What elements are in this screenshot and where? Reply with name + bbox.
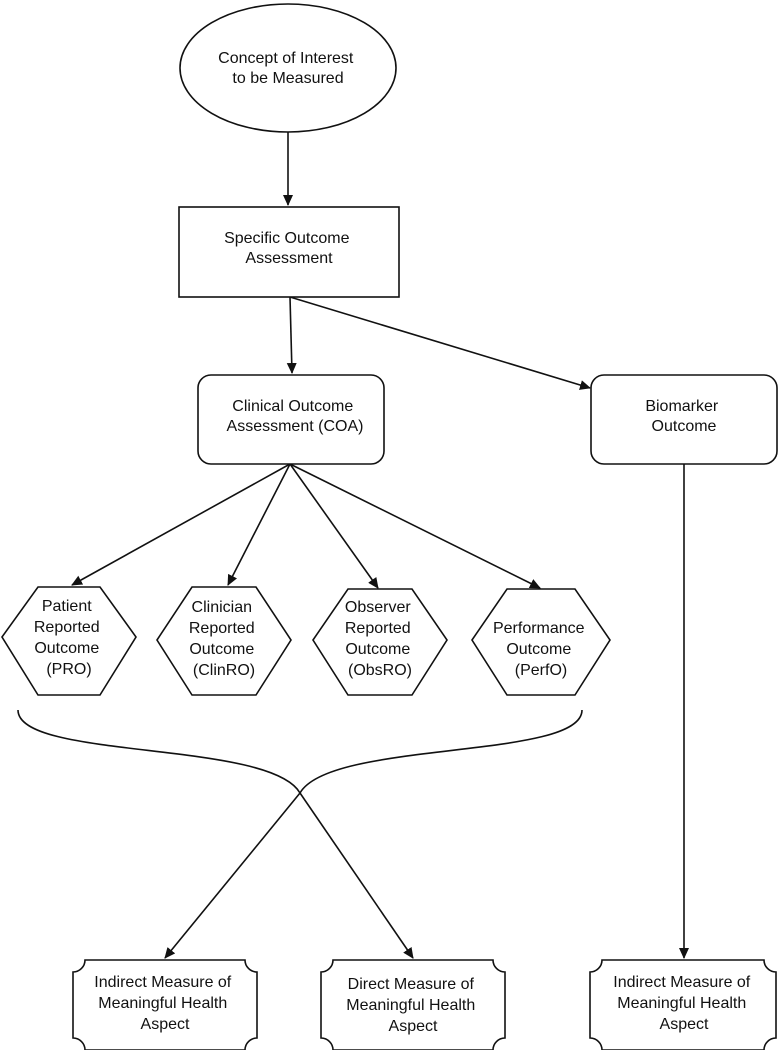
perfo-label: Performance Outcome (PerfO) xyxy=(493,620,589,679)
coa-label-line-2: Assessment (COA) xyxy=(227,418,364,435)
specific-label: Specific Outcome Assessment xyxy=(224,230,354,267)
pro-label-line-3: Outcome xyxy=(34,640,99,657)
specific-label-line-2: Assessment xyxy=(245,250,333,267)
node-perfo: Performance Outcome (PerfO) xyxy=(471,588,611,696)
indirect-right-label-line-3: Aspect xyxy=(660,1016,709,1033)
node-pro: Patient Reported Outcome (PRO) xyxy=(1,586,137,696)
edge-coa-to-pro xyxy=(71,463,291,586)
coa-box xyxy=(197,374,385,465)
edge-specific-to-biomarker xyxy=(289,296,591,390)
obsro-label-line-2: Reported xyxy=(345,620,411,637)
concept-label: Concept of Interest to be Measured xyxy=(218,50,358,87)
obsro-label-line-4: (ObsRO) xyxy=(348,662,412,679)
perfo-label-line-1: Performance xyxy=(493,620,585,637)
direct-label: Direct Measure of Meaningful Health Aspe… xyxy=(346,976,479,1035)
clinro-label-line-3: Outcome xyxy=(189,641,254,658)
coa-label-line-1: Clinical Outcome xyxy=(232,398,353,415)
node-concept: Concept of Interest to be Measured xyxy=(179,3,397,133)
edge-coa-to-perfo xyxy=(289,463,541,589)
clinro-label-line-2: Reported xyxy=(189,620,255,637)
indirect-left-label-line-1: Indirect Measure of xyxy=(94,974,232,991)
clinro-label-line-1: Clinician xyxy=(192,599,252,616)
node-coa: Clinical Outcome Assessment (COA) xyxy=(197,374,385,465)
obsro-label-line-1: Observer xyxy=(345,599,411,616)
indirect-left-label: Indirect Measure of Meaningful Health As… xyxy=(94,974,235,1033)
perfo-label-line-3: (PerfO) xyxy=(515,662,567,679)
pro-hexagon xyxy=(1,586,137,696)
node-indirect-left: Indirect Measure of Meaningful Health As… xyxy=(72,959,258,1050)
coa-label: Clinical Outcome Assessment (COA) xyxy=(227,398,364,435)
node-obsro: Observer Reported Outcome (ObsRO) xyxy=(312,588,448,696)
obsro-hexagon xyxy=(312,588,448,696)
clinro-label-line-4: (ClinRO) xyxy=(193,662,255,679)
indirect-right-label-line-2: Meaningful Health xyxy=(617,995,746,1012)
perfo-hexagon xyxy=(471,588,611,696)
specific-box xyxy=(178,206,400,298)
biomarker-label: Biomarker Outcome xyxy=(645,398,722,435)
concept-label-line-2: to be Measured xyxy=(232,70,343,87)
pro-label-line-2: Reported xyxy=(34,619,100,636)
obsro-label-line-3: Outcome xyxy=(345,641,410,658)
pro-label: Patient Reported Outcome (PRO) xyxy=(34,598,104,678)
edge-coa-to-obsro xyxy=(289,463,379,589)
biomarker-label-line-2: Outcome xyxy=(652,418,717,435)
node-direct: Direct Measure of Meaningful Health Aspe… xyxy=(320,959,506,1050)
perfo-label-line-2: Outcome xyxy=(506,641,571,658)
clinro-label: Clinician Reported Outcome (ClinRO) xyxy=(189,599,259,679)
indirect-right-label-line-1: Indirect Measure of xyxy=(613,974,751,991)
edge-brace-to-indirect-left xyxy=(164,792,301,959)
direct-label-line-3: Aspect xyxy=(389,1018,438,1035)
direct-label-line-1: Direct Measure of xyxy=(348,976,475,993)
indirect-left-label-line-3: Aspect xyxy=(141,1016,190,1033)
edge-coa-to-clinro xyxy=(227,463,291,586)
node-indirect-right: Indirect Measure of Meaningful Health As… xyxy=(589,959,777,1050)
concept-label-line-1: Concept of Interest xyxy=(218,50,354,67)
specific-label-line-1: Specific Outcome xyxy=(224,230,349,247)
clinro-hexagon xyxy=(156,586,292,696)
concept-ellipse xyxy=(179,3,397,133)
indirect-left-label-line-2: Meaningful Health xyxy=(98,995,227,1012)
biomarker-label-line-1: Biomarker xyxy=(645,398,719,415)
edge-specific-to-coa xyxy=(286,296,297,374)
direct-box xyxy=(320,959,506,1050)
indirect-right-label: Indirect Measure of Meaningful Health As… xyxy=(613,974,754,1033)
pro-label-line-1: Patient xyxy=(42,598,92,615)
biomarker-box xyxy=(590,374,778,465)
direct-label-line-2: Meaningful Health xyxy=(346,997,475,1014)
node-biomarker: Biomarker Outcome xyxy=(590,374,778,465)
node-clinro: Clinician Reported Outcome (ClinRO) xyxy=(156,586,292,696)
edge-brace-to-direct xyxy=(299,792,414,959)
node-specific: Specific Outcome Assessment xyxy=(178,206,400,298)
pro-label-line-4: (PRO) xyxy=(46,661,91,678)
indirect-right-box xyxy=(589,959,777,1050)
obsro-label: Observer Reported Outcome (ObsRO) xyxy=(345,599,415,679)
group-brace xyxy=(17,709,583,795)
indirect-left-box xyxy=(72,959,258,1050)
edges xyxy=(17,132,689,959)
